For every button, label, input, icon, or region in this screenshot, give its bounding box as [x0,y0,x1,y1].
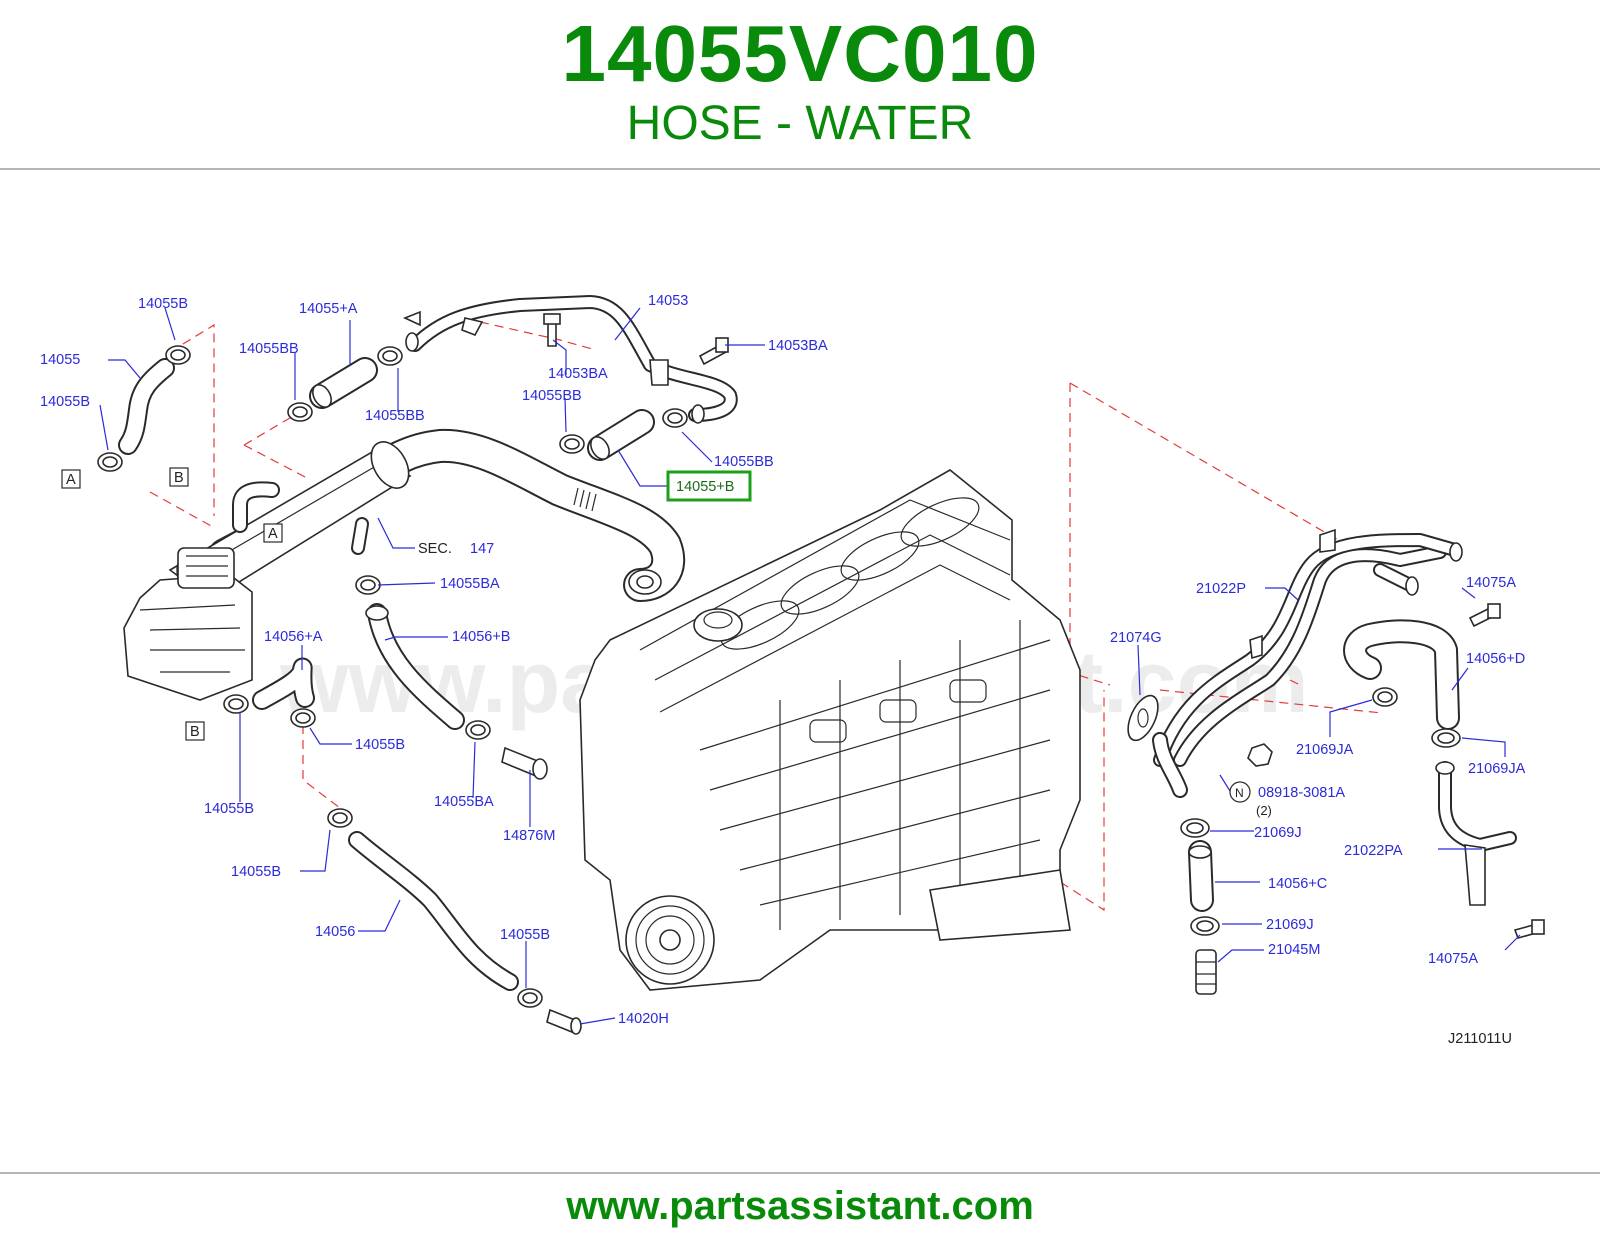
callout-14055BA-1: 14055BA [440,576,500,592]
callout-14055BB-2: 14055BB [365,408,425,424]
part-name-subtitle: HOSE - WATER [626,97,974,150]
callout-21069J-1: 21069J [1254,825,1302,841]
callout-21045M: 21045M [1268,942,1320,958]
footer-divider [0,1172,1600,1174]
ref-n-circle [1229,781,1251,803]
callout-leader-lines [99,307,1521,1025]
sec-label: SEC. [418,541,452,557]
qty-note: (2) [1256,803,1272,818]
callout-14053: 14053 [648,293,688,309]
callout-21069JA-2: 21069JA [1468,761,1526,777]
callout-14055B-lower: 14055B [231,864,281,880]
diagram-code: J211011U [1448,1031,1512,1047]
callout-14056: 14056 [315,924,355,940]
callout-14055BB-3: 14055BB [522,388,582,404]
callout-21022P: 21022P [1196,581,1246,597]
callout-14020H: 14020H [618,1011,669,1027]
footer-website: www.partsassistant.com [566,1184,1034,1228]
callout-14055BB-1: 14055BB [239,341,299,357]
ref-a-cooler: A [268,526,278,542]
callout-14055B-bottom-left: 14055B [204,801,254,817]
water-pipe-21022P [1127,528,1501,798]
ref-a-left: A [66,472,76,488]
callout-14055plusA: 14055+A [299,301,358,317]
callout-14056plusD: 14056+D [1466,651,1525,667]
callout-14055B-left: 14055B [40,394,90,410]
highlight-box [666,470,752,502]
callout-14055plusB-highlighted: 14055+B [676,479,734,495]
water-pipe-14053 [402,295,738,424]
callout-14055BB-4: 14055BB [714,454,774,470]
callout-14075A-bottom: 14075A [1428,951,1478,967]
callout-14055B-mid: 14055B [355,737,405,753]
engine-block [579,469,1081,991]
callout-14075A-top: 14075A [1466,575,1516,591]
callout-14056plusC: 14056+C [1268,876,1327,892]
callout-14055: 14055 [40,352,80,368]
callout-14053BA-right: 14053BA [768,338,828,354]
ref-n-letter: N [1235,786,1244,800]
callout-21074G: 21074G [1110,630,1162,646]
callout-14056plusB: 14056+B [452,629,510,645]
callout-21069JA-1: 21069JA [1296,742,1354,758]
callout-14056plusA: 14056+A [264,629,323,645]
callout-labels: 14055B 14055+A 14053 14055 14055BB 14053… [40,293,1526,1047]
callout-14055B-top: 14055B [138,296,188,312]
header-divider [0,168,1600,170]
page-header: 14055VC010 HOSE - WATER [0,0,1600,170]
right-hoses [1180,619,1545,995]
sec-number: 147 [470,541,494,557]
callout-14055B-bottom: 14055B [500,927,550,943]
callout-21022PA: 21022PA [1344,843,1403,859]
reference-boxes: A B A B [61,467,283,741]
callout-14055BA-2: 14055BA [434,794,494,810]
ref-b-top: B [174,470,184,486]
part-number-title: 14055VC010 [561,9,1039,98]
callout-21069J-2: 21069J [1266,917,1314,933]
callout-08918-3081A: 08918-3081A [1258,785,1345,801]
callout-14876M: 14876M [503,828,555,844]
callout-14053BA-center: 14053BA [548,366,608,382]
ref-b-bottom: B [190,724,200,740]
